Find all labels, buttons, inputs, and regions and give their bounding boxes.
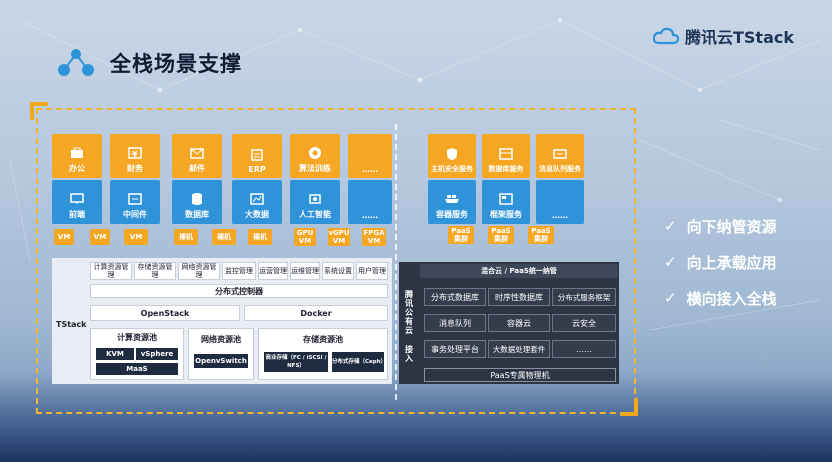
mgmt-maintenance: 运维管理 [290,262,320,280]
erp-icon [249,148,265,162]
infra-pill-baremetal: 裸机 [174,229,198,245]
check-icon: ✓ [664,253,677,271]
mail-icon [189,146,205,160]
paas-cluster-pill: PaaS集群 [448,226,474,244]
chart-icon [249,192,265,206]
infra-pill-fpga-vm: FPGA VM [362,228,386,246]
mgmt-storage: 存储资源管理 [134,262,176,280]
paas-cell-service-framework: 分布式服务框架 [552,288,616,306]
brand-name: 腾讯云TStack [684,28,794,47]
frame-corner [30,102,48,120]
app-card-finance: ¥ 财务 [110,134,160,178]
public-cloud-access-label: 腾讯公有云 接入 [404,289,414,363]
paas-dedicated-physical: PaaS专属物理机 [424,368,616,382]
frame-corner [620,398,638,416]
container-ship-icon [444,192,460,206]
infra-pill-vm: VM [90,229,110,245]
app-card-training: 算法训练 [290,134,340,178]
briefcase-icon [69,146,85,160]
framework-icon [498,192,514,206]
city-skyline-backdrop [0,372,832,462]
paas-cell-bigdata-suite: 大数据处理套件 [488,340,550,358]
infra-pill-baremetal: 裸机 [212,229,236,245]
paas-card-container: 容器服务 [428,180,476,224]
app-card-erp: ERP [232,134,282,178]
docker-bar: Docker [244,305,388,321]
globe-icon [307,146,323,160]
infra-pill-gpu-vm: GPU VM [294,228,316,246]
mgmt-network: 网络资源管理 [178,262,220,280]
monitor-icon [69,192,85,206]
mgmt-settings: 系统设置 [322,262,354,280]
paas-card-message-queue: 消息队列服务 [536,134,584,178]
app-card-mail: 邮件 [172,134,222,178]
finance-icon: ¥ [127,146,143,160]
paas-cell-more: …… [552,340,616,358]
infra-pill-vgpu-vm: vGPU VM [328,228,350,246]
paas-cell-timeseries-db: 时序性数据库 [488,288,550,306]
mgmt-users: 用户管理 [356,262,388,280]
brand-logo: 腾讯云TStack [652,24,794,48]
paas-panel-header: 混合云 / PaaS统一纳管 [420,264,618,278]
section-divider [395,124,397,400]
database-icon [498,147,514,161]
app-card-more: …… [348,134,392,178]
page-header: 全栈场景支撑 [56,48,242,78]
check-icon: ✓ [664,217,677,235]
feature-item: ✓ 横向接入全栈 [664,289,777,308]
ai-icon [307,192,323,206]
distributed-storage-box: 分布式存储（Ceph） [332,352,386,372]
maas-box: MaaS [96,363,178,375]
openvswitch-box: OpenvSwitch [194,354,248,368]
paas-card-framework: 框架服务 [482,180,530,224]
paas-cell-cloud-security: 云安全 [552,314,616,332]
layers-icon [127,192,143,206]
paas-cell-container-cloud: 容器云 [488,314,550,332]
paas-cluster-pill: PaaS集群 [528,226,554,244]
mgmt-operations: 运营管理 [258,262,288,280]
paas-card-more: …… [536,180,584,224]
infra-pill-vm: VM [54,229,74,245]
feature-item: ✓ 向上承载应用 [664,253,777,272]
paas-cell-transaction-platform: 事务处理平台 [424,340,486,358]
feature-list: ✓ 向下纳管资源 ✓ 向上承载应用 ✓ 横向接入全栈 [664,208,777,316]
distributed-controller: 分布式控制器 [90,284,388,298]
tstack-label: TStack [56,320,87,329]
queue-icon [552,147,568,161]
vsphere-box: vSphere [136,348,178,360]
service-card-middleware: 中间件 [110,180,160,224]
svg-text:¥: ¥ [132,150,138,159]
kvm-box: KVM [96,348,134,360]
openstack-bar: OpenStack [90,305,240,321]
infra-pill-baremetal: 裸机 [248,229,272,245]
dashed-frame [36,108,636,414]
database-icon [189,192,205,206]
service-card-more: …… [348,180,392,224]
app-card-office: 办公 [52,134,102,178]
commercial-storage-box: 商业存储（FC / iSCSI / NFS） [264,352,328,372]
service-card-ai: 人工智能 [290,180,340,224]
page-title: 全栈场景支撑 [110,52,242,76]
paas-cell-distributed-db: 分布式数据库 [424,288,486,306]
network-cloud-icon [58,49,94,76]
paas-cluster-pill: PaaS集群 [488,226,514,244]
mgmt-compute: 计算资源管理 [90,262,132,280]
paas-card-database-service: 数据库服务 [482,134,530,178]
mgmt-monitor: 监控管理 [222,262,256,280]
service-card-database: 数据库 [172,180,222,224]
tencent-cloud-icon [652,27,679,45]
shield-icon [444,147,460,161]
service-card-bigdata: 大数据 [232,180,282,224]
paas-cell-message-queue: 消息队列 [424,314,486,332]
service-card-frontend: 前端 [52,180,102,224]
feature-item: ✓ 向下纳管资源 [664,217,777,236]
check-icon: ✓ [664,289,677,307]
paas-card-host-security: 主机安全服务 [428,134,476,178]
infra-pill-vm: VM [124,229,148,245]
